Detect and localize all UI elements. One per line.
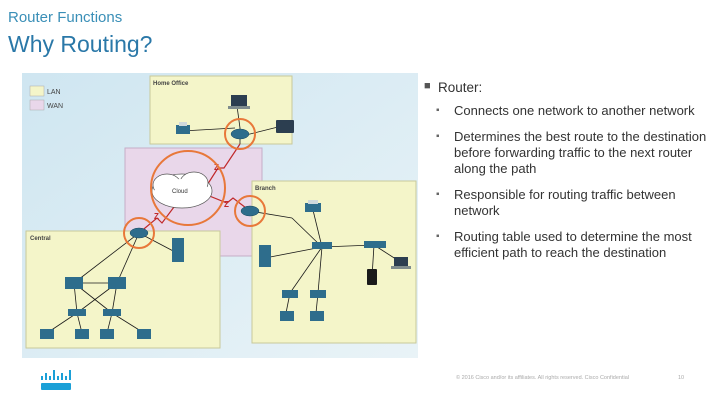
bullet-marker: ▪ [436, 131, 440, 142]
pc-icon [137, 329, 151, 339]
home-office-zone [149, 75, 293, 145]
section-title: Router Functions [8, 9, 123, 26]
bullet-marker: ▪ [436, 105, 440, 116]
bullet-heading: ■ Router: [424, 80, 709, 95]
router-highlight-branch [234, 195, 266, 227]
network-diagram: LAN WAN Home Office Branch Central [22, 73, 418, 358]
router-icon [240, 205, 260, 217]
bullet-item-text: Routing table used to determine the most… [454, 229, 692, 260]
page-number: 10 [678, 375, 685, 381]
legend-wan-label: WAN [47, 103, 63, 110]
legend-wan-swatch [29, 99, 45, 111]
bullet-item: ▪ Determines the best route to the desti… [424, 129, 709, 177]
router-highlight-home [224, 118, 256, 150]
branch-zone [251, 180, 417, 344]
cloud-label: Cloud [172, 189, 188, 195]
central-zone [25, 230, 221, 349]
laptop-icon [391, 257, 411, 269]
wan-link-marker: Z [154, 212, 159, 221]
home-office-label: Home Office [153, 81, 189, 87]
bullet-marker: ■ [424, 80, 431, 92]
router-highlight-central [123, 217, 155, 249]
central-label: Central [30, 236, 51, 242]
cloud-icon [151, 171, 213, 209]
pc-icon [280, 311, 294, 321]
tablet-icon [276, 120, 294, 133]
wan-link-marker: Z [224, 200, 229, 209]
pc-icon [40, 329, 54, 339]
multilayer-switch-icon [108, 277, 126, 289]
router-icon [230, 128, 250, 140]
bullet-item: ▪ Routing table used to determine the mo… [424, 229, 709, 261]
bullet-marker: ▪ [436, 231, 440, 242]
wan-link-marker: Z [214, 163, 219, 172]
footer-copyright: © 2016 Cisco and/or its affiliates. All … [456, 375, 630, 381]
legend-lan-label: LAN [47, 89, 61, 96]
printer-icon [176, 122, 190, 134]
cloud-highlight [150, 150, 226, 226]
cisco-logo-icon [41, 370, 71, 390]
bullet-item-text: Determines the best route to the destina… [454, 129, 707, 176]
pc-icon [100, 329, 114, 339]
router-icon [129, 227, 149, 239]
pc-icon [75, 329, 89, 339]
switch-icon [282, 290, 298, 298]
bullet-item: ▪ Responsible for routing traffic betwee… [424, 187, 709, 219]
phone-icon [367, 269, 377, 285]
server-icon [259, 245, 271, 267]
switch-icon [312, 242, 332, 249]
bullet-list: ■ Router: ▪ Connects one network to anot… [424, 80, 709, 271]
laptop-icon [228, 95, 250, 109]
bullet-heading-text: Router: [438, 80, 483, 95]
legend-lan-swatch [29, 85, 45, 97]
multilayer-switch-icon [65, 277, 83, 289]
slide-title: Why Routing? [8, 31, 153, 57]
bullet-item-text: Connects one network to another network [454, 103, 695, 118]
printer-icon [305, 200, 321, 212]
bullet-item-text: Responsible for routing traffic between … [454, 187, 676, 218]
wan-links [138, 143, 251, 234]
server-icon [172, 238, 184, 262]
switch-icon [310, 290, 326, 298]
switch-icon [68, 309, 86, 316]
bullet-item: ▪ Connects one network to another networ… [424, 103, 709, 119]
branch-label: Branch [255, 186, 276, 192]
switch-icon [364, 241, 386, 248]
switch-icon [103, 309, 121, 316]
bullet-marker: ▪ [436, 189, 440, 200]
pc-icon [310, 311, 324, 321]
